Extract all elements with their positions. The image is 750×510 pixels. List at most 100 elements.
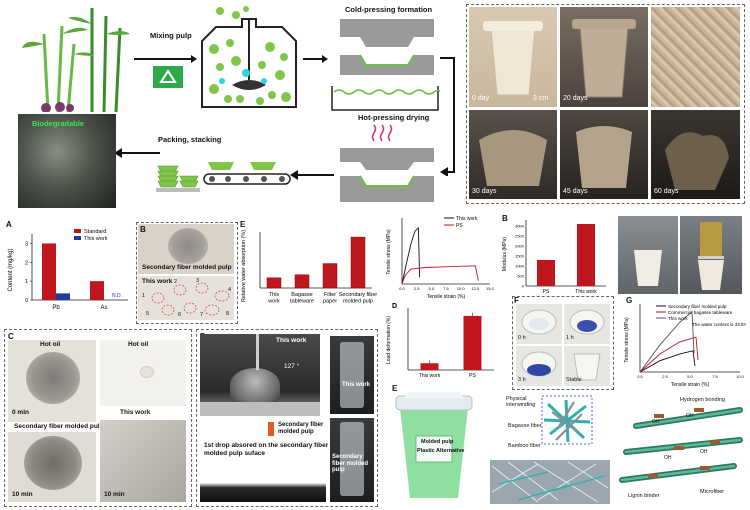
y-axis-label: Load deformation (%) [386, 316, 392, 364]
molded-pulp-cup-illustration [395, 392, 473, 498]
orange-pulp-chip [268, 422, 274, 436]
panel-b-letter: B [140, 225, 146, 234]
stain-circle [168, 228, 208, 264]
legend-swatch [74, 236, 81, 240]
tensile-chart: Tensile stress (MPa)Tensile strain (%)0.… [386, 216, 495, 300]
cup-water-0h: 0 h [516, 304, 562, 344]
cup-water-1h: 1 h [564, 304, 610, 344]
contact-angle-photo: This work 127 ° [200, 334, 320, 416]
mixing-pulp-label: Mixing pulp [150, 31, 192, 40]
cup-photo-day45: 45 days [560, 110, 648, 199]
cup-closeup-photo [651, 7, 740, 107]
packing-arrow [120, 152, 160, 154]
bar-absorption-1 [294, 274, 310, 289]
packing-stacking-label: Packing, stacking [158, 135, 222, 144]
series-1 [639, 336, 699, 373]
water-droplet [230, 368, 280, 402]
legend-label: Commercial bagasse tableware [668, 310, 733, 315]
panel-g-letter: G [626, 296, 633, 305]
x-tick-label: 5.0 [429, 286, 435, 291]
cold-pressing-label: Cold-pressing formation [345, 5, 433, 14]
spot-num-6: 6 [178, 312, 182, 318]
bamboo-illustration [22, 8, 130, 112]
spot-num-1: 1 [142, 293, 146, 299]
fiber-network-diagram [490, 395, 610, 506]
x-tick-label: 10.0 [736, 374, 745, 379]
panel-b-frame [136, 222, 238, 324]
panel-f-letter: F [514, 296, 519, 305]
needle [256, 334, 259, 370]
this-work-label-b: This work [142, 278, 173, 285]
vial2-label: Secondary fiber molded pulp [332, 454, 369, 474]
heat-waves-icon [371, 124, 393, 142]
x-tick-label: As [100, 305, 107, 311]
series-ps [401, 265, 479, 285]
arrow-head-left-2 [114, 148, 122, 158]
oil-stain-0 [26, 352, 80, 404]
x-tick-label: 2.5 [414, 286, 420, 291]
cup-water-3h: 3 h [516, 346, 562, 386]
x-axis-label: Tensile strain (%) [671, 382, 710, 388]
cup-photo-day30: 30 days [469, 110, 557, 199]
cup-photo-day20: 20 days [560, 7, 648, 107]
series-2 [639, 310, 695, 373]
y-tick-label: 2500 [515, 234, 525, 239]
y-tick-label: 3000 [515, 224, 525, 229]
oh-label-1: OH [652, 419, 660, 425]
x-tick-label: 2.5 [662, 374, 668, 379]
day-label-60: 60 days [654, 188, 679, 195]
test-spot-markers [151, 282, 230, 316]
hot-oil-sfmp-10min: 10 min [8, 432, 96, 502]
x-tick-label: 12.5 [471, 286, 480, 291]
process-arrow-3 [296, 174, 334, 176]
mixing-tank-diagram [201, 6, 297, 108]
baseline [200, 402, 320, 416]
x-tick-label: Pb [52, 305, 60, 311]
physical-interwinding-label: Physical interwinding [506, 396, 536, 409]
x-tick-label: 15.0 [486, 286, 495, 291]
legend-swatch [74, 229, 81, 233]
bar-absorption-2 [322, 263, 338, 289]
panel-e-letter: E [240, 220, 246, 229]
cold-press-mold [340, 19, 434, 75]
legend-label: PS [456, 223, 463, 229]
series-0 [639, 350, 696, 373]
this-work-photo-b: This work 1 2 3 4 5 6 7 8 [138, 276, 234, 320]
this-work-label-d: This work [276, 337, 307, 344]
x-axis-label: Tensile strain (%) [427, 294, 466, 300]
vial-sfmp: Secondary fiber molded pulp [330, 418, 374, 502]
x-tick-label: 0.0 [637, 374, 643, 379]
hot-pressing-label: Hot-pressing drying [358, 113, 430, 122]
oil-drop [140, 366, 154, 378]
y-tick-label: 0 [25, 298, 28, 304]
y-axis-label: Relative water absorption (%) [241, 230, 247, 302]
contact-angle-value: 127 ° [284, 363, 300, 370]
cup-photo-day60: 60 days [651, 110, 740, 199]
secondary-fiber-label-b: Secondary fiber molded pulp [142, 264, 232, 271]
vial-this-work: This work [330, 336, 374, 414]
spot-num-4: 4 [228, 287, 232, 293]
process-arrow-1 [134, 55, 197, 63]
day-label-20: 20 days [563, 95, 588, 102]
panel-h-letter: E [392, 384, 398, 393]
x-tick-label: 7.5 [712, 374, 718, 379]
y-tick-label: 1 [25, 279, 28, 285]
hot-oil-thiswork-0min: Hot oil [100, 340, 186, 406]
absorbed-surface-photo [200, 470, 326, 502]
microfiber-label: Microfiber [700, 489, 725, 495]
nd-label: N.D. [112, 293, 122, 299]
hot-oil-label-1: Hot oil [40, 341, 61, 348]
hot-press-mold [340, 148, 434, 202]
x-tick-label: This work [575, 289, 597, 295]
biodegradable-label: Biodegradable [32, 119, 85, 128]
degradation-photo-panel [466, 4, 745, 204]
legend-label: Secondary fiber molded pulp [668, 304, 727, 309]
bar-standard-as [90, 281, 104, 300]
hot-oil-thiswork-10min: 10 min [100, 420, 186, 502]
hydrogen-bonding-label: Hydrogen bonding [680, 397, 725, 403]
y-axis-label: Tensile stress (MPa) [624, 317, 630, 363]
spot-num-8: 8 [226, 311, 230, 317]
